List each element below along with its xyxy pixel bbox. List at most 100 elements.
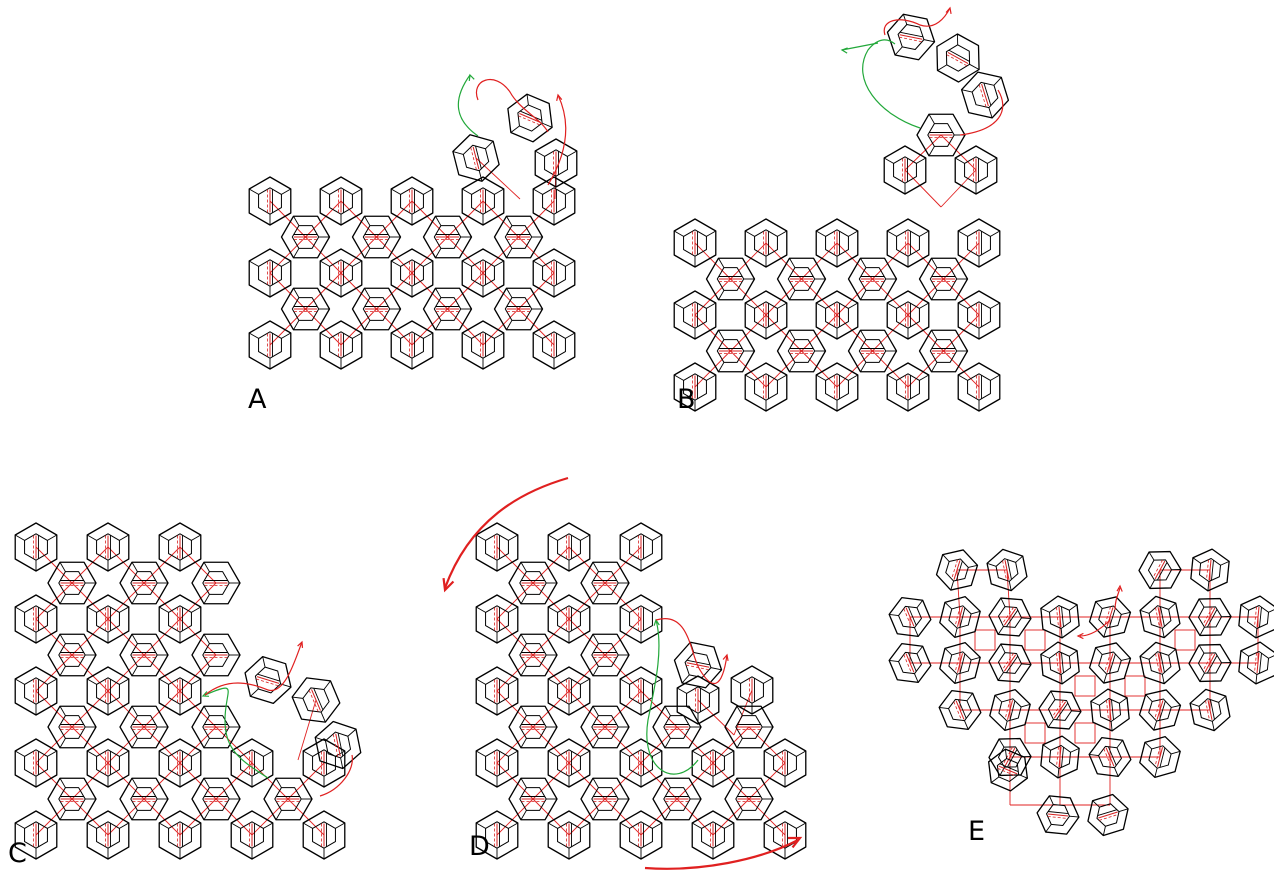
bond — [907, 278, 944, 316]
molecule — [461, 176, 505, 226]
arrowhead — [945, 6, 952, 15]
molecule-spoke — [889, 659, 899, 663]
molecule-spoke — [796, 750, 807, 757]
molecule-spoke — [520, 561, 527, 572]
molecule-outline — [158, 522, 202, 572]
molecule-spoke — [131, 777, 138, 788]
molecule-core-edge — [1159, 747, 1166, 768]
molecule-core-axis — [1204, 607, 1216, 627]
molecule — [191, 705, 241, 749]
molecule-core-dash — [953, 701, 962, 721]
molecule — [119, 777, 169, 821]
molecule-core-dash — [470, 147, 477, 170]
molecule-spoke — [1018, 774, 1028, 779]
molecule-core-dash — [1056, 746, 1059, 767]
bond — [269, 236, 306, 274]
molecule-inner-ring — [964, 156, 988, 184]
molecule-spoke — [281, 188, 292, 195]
molecule-spoke — [1040, 653, 1050, 659]
molecule-spoke — [526, 94, 529, 105]
molecule-spoke — [886, 374, 897, 381]
panel-label-e: E — [968, 816, 985, 847]
molecule-outline — [1040, 641, 1080, 685]
molecule-inner-ring — [485, 605, 509, 633]
molecule-inner-ring — [629, 821, 653, 849]
molecule-spoke — [119, 678, 130, 685]
molecule-spoke — [475, 678, 486, 685]
molecule-spoke — [59, 810, 66, 821]
bond — [179, 762, 217, 800]
molecule-inner-ring — [716, 267, 745, 291]
molecule — [580, 705, 630, 749]
molecule-outline — [691, 810, 735, 860]
molecule-inner-ring — [557, 821, 581, 849]
green-path-b-tip — [841, 42, 879, 51]
molecule-spoke — [191, 822, 202, 829]
molecule-spoke — [1189, 702, 1200, 707]
molecule — [815, 362, 859, 412]
panel-c-bonds — [35, 546, 325, 836]
molecule-spoke — [957, 230, 968, 237]
molecule-spoke — [364, 287, 371, 298]
connector-square — [1074, 675, 1096, 697]
molecule-spoke — [964, 720, 969, 730]
bond — [411, 272, 448, 310]
molecule — [673, 290, 717, 340]
molecule-inner-ring — [825, 301, 849, 329]
molecule-spoke — [475, 750, 486, 757]
molecule-inner-ring — [591, 715, 619, 739]
molecule-spoke — [1118, 808, 1129, 813]
molecule-inner-ring — [400, 331, 424, 359]
arrowhead — [722, 653, 729, 662]
molecule-inner-ring — [629, 605, 653, 633]
panel-d: D — [442, 476, 807, 870]
molecule-outline — [422, 287, 473, 331]
molecule-spoke — [580, 678, 591, 685]
molecule — [939, 596, 981, 638]
molecule-outline — [351, 287, 402, 331]
molecule-spoke — [1020, 703, 1031, 708]
molecule-spoke — [478, 170, 483, 182]
molecule-spoke — [968, 564, 978, 568]
molecule-spoke — [47, 534, 58, 541]
molecule-core-axis — [1058, 606, 1062, 628]
molecule-spoke — [547, 606, 558, 613]
bond — [143, 582, 181, 620]
molecule — [475, 522, 519, 572]
molecule-outline — [14, 666, 58, 716]
arrowhead — [297, 640, 304, 649]
molecule — [1036, 795, 1080, 835]
bond — [482, 236, 519, 274]
bond — [376, 308, 413, 346]
molecule — [230, 738, 274, 788]
molecule-core-axis — [1098, 811, 1118, 819]
molecule-outline — [1036, 795, 1080, 835]
bond — [568, 546, 606, 584]
green-path-c — [204, 687, 269, 779]
molecule-spoke — [860, 329, 867, 340]
molecule-core-axis — [1105, 747, 1115, 767]
molecule-inner-ring — [663, 787, 691, 811]
bond — [943, 350, 980, 388]
molecule-inner-ring — [1047, 699, 1073, 721]
molecule-spoke — [916, 599, 924, 609]
molecule-spoke — [59, 777, 66, 788]
molecule-spoke — [990, 374, 1001, 381]
bond — [697, 699, 735, 736]
molecule-spoke — [565, 332, 576, 339]
molecule-outline — [534, 138, 578, 188]
molecule-outline — [47, 705, 97, 749]
molecule-outline — [1038, 690, 1082, 730]
molecule — [1040, 641, 1080, 685]
molecule — [158, 594, 202, 644]
molecule-outline — [652, 705, 702, 749]
molecule-inner-ring — [825, 229, 849, 257]
molecule-core-axis — [947, 52, 969, 64]
molecule-inner-ring — [542, 259, 566, 287]
molecule-inner-ring — [258, 259, 282, 287]
molecule-core-dash — [903, 654, 912, 674]
molecule-outline — [319, 320, 363, 370]
molecule-core-axis — [1106, 607, 1114, 627]
bond — [872, 314, 909, 352]
molecule-inner-ring — [504, 225, 533, 249]
